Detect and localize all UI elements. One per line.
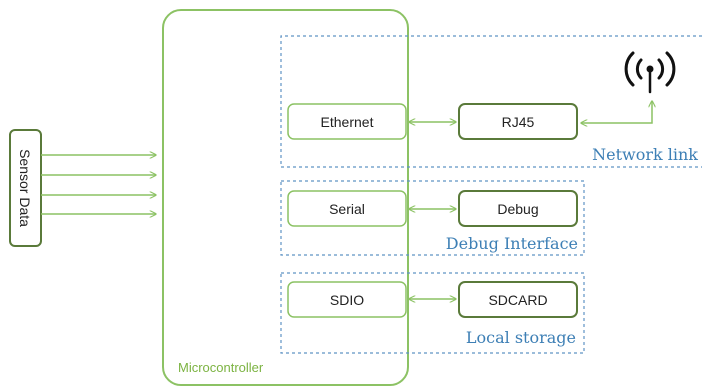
- sensor-data-box: [9, 129, 42, 247]
- sensor-data-label: Sensor Data: [17, 149, 33, 227]
- ethernet-box: [287, 103, 407, 140]
- sdcard-box: [458, 281, 578, 318]
- debug-interface-caption: Debug Interface: [446, 234, 578, 253]
- microcontroller-box: [162, 9, 409, 386]
- network-link-frame: [280, 35, 702, 168]
- debug-box: [458, 190, 578, 227]
- rj45-label: RJ45: [502, 114, 535, 130]
- debug-label: Debug: [497, 201, 538, 217]
- sdio-label: SDIO: [330, 292, 364, 308]
- ethernet-label: Ethernet: [321, 114, 374, 130]
- debug-interface-frame: [280, 180, 585, 256]
- sdcard-label: SDCARD: [488, 292, 547, 308]
- rj45-box: [458, 103, 578, 140]
- antenna-icon: [624, 51, 676, 94]
- rj45-antenna-arrow: [581, 101, 652, 123]
- network-link-caption: Network link: [592, 145, 698, 164]
- serial-box: [287, 190, 407, 227]
- sdio-box: [287, 281, 407, 318]
- serial-label: Serial: [329, 201, 365, 217]
- local-storage-frame: [280, 272, 585, 354]
- microcontroller-label: Microcontroller: [178, 360, 264, 375]
- local-storage-caption: Local storage: [466, 328, 576, 347]
